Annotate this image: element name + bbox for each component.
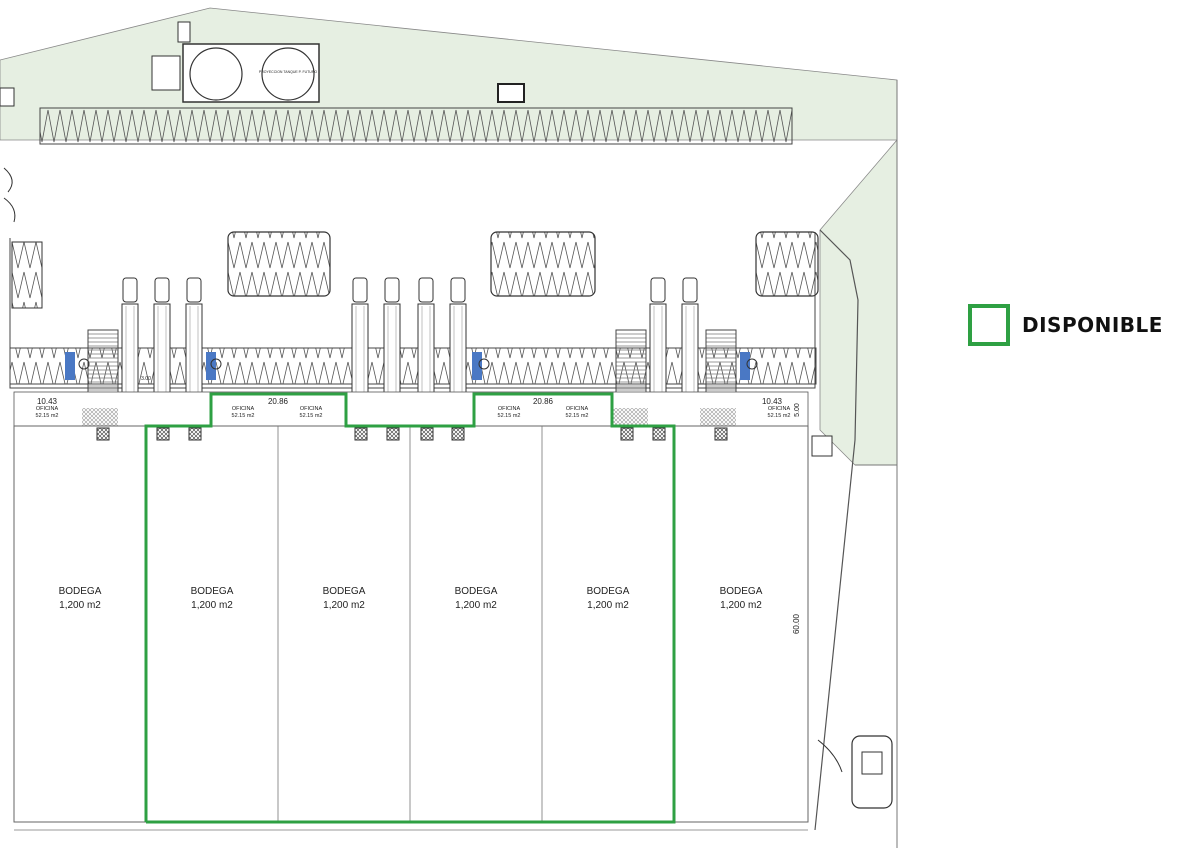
- bay-area: 1,200 m2: [323, 600, 365, 611]
- office-name: OFICINA: [566, 406, 589, 412]
- truck-icon: [153, 277, 171, 409]
- bay-area: 1,200 m2: [455, 600, 497, 611]
- gate-swing: [817, 739, 843, 773]
- parking-top: [39, 107, 793, 145]
- guard-box: [497, 83, 525, 103]
- truck-icon: [681, 277, 699, 409]
- bay-area: 1,200 m2: [191, 600, 233, 611]
- bay-name: BODEGA: [323, 586, 366, 597]
- tank-enclosure: [182, 43, 320, 103]
- dim-office-depth: 5.00: [794, 403, 801, 417]
- dim-pair-2: 20.86: [533, 397, 554, 406]
- legend: DISPONIBLE: [968, 304, 1163, 346]
- truck-icon: [383, 277, 401, 409]
- site-wall: [9, 232, 816, 389]
- tank-right: [261, 47, 315, 101]
- available-outline: [144, 392, 676, 824]
- tank-access: [177, 21, 191, 43]
- bay-area: 1,200 m2: [59, 600, 101, 611]
- side-structure: [0, 87, 15, 107]
- parking-island-3: [755, 231, 819, 297]
- utility-box: [811, 435, 833, 457]
- truck-icon: [351, 277, 369, 409]
- truck-icon: [121, 277, 139, 409]
- bay-name: BODEGA: [720, 586, 763, 597]
- dimension-labels: 10.43 20.86 20.86 10.43 5.00 60.00 3.00: [37, 376, 801, 634]
- bay-name: BODEGA: [587, 586, 630, 597]
- legend-swatch-available: [968, 304, 1010, 346]
- bay-name: BODEGA: [59, 586, 102, 597]
- dim-pair-1: 20.86: [268, 397, 289, 406]
- bay-area: 1,200 m2: [720, 600, 762, 611]
- bay-name: BODEGA: [455, 586, 498, 597]
- tank-left: [189, 47, 243, 101]
- parking-island-2: [490, 231, 596, 297]
- dim-end-left: 10.43: [37, 397, 58, 406]
- tank-caption: PROYECCION TANQUE P. FUTURO: [259, 70, 317, 74]
- office-name: OFICINA: [300, 406, 323, 412]
- dock-plates: [96, 427, 728, 441]
- office-name: OFICINA: [36, 406, 59, 412]
- office-name: OFICINA: [768, 406, 791, 412]
- office-area: 52.15 m2: [232, 413, 255, 419]
- pump-house: [151, 55, 181, 91]
- truck-icon: [185, 277, 203, 409]
- truck-icon: [449, 277, 467, 409]
- warehouse-bays: BODEGA 1,200 m2 BODEGA 1,200 m2 BODEGA 1,200 …: [14, 406, 808, 831]
- office-strip: [13, 391, 809, 427]
- site-boundary: [814, 229, 859, 831]
- security-booth-inner: [861, 751, 883, 775]
- gate-arc-2: [3, 197, 16, 223]
- office-name: OFICINA: [498, 406, 521, 412]
- office-area: 52.15 m2: [768, 413, 791, 419]
- parking-island-1: [227, 231, 331, 297]
- office-area: 52.15 m2: [498, 413, 521, 419]
- accessible-spot-icons: [65, 352, 758, 380]
- bay-name: BODEGA: [191, 586, 234, 597]
- warehouse-outline: [13, 425, 809, 823]
- office-area: 52.15 m2: [300, 413, 323, 419]
- bay-area: 1,200 m2: [587, 600, 629, 611]
- dim-end-right: 10.43: [762, 397, 783, 406]
- dim-small: 3.00: [141, 376, 151, 382]
- truck-icon: [417, 277, 435, 409]
- parking-island-left: [11, 241, 43, 309]
- gate-arc-1: [3, 167, 13, 193]
- office-area: 52.15 m2: [566, 413, 589, 419]
- dim-bay-depth: 60.00: [792, 613, 801, 634]
- truck-icon: [649, 277, 667, 409]
- office-area: 52.15 m2: [36, 413, 59, 419]
- legend-label: DISPONIBLE: [1022, 313, 1163, 337]
- office-name: OFICINA: [232, 406, 255, 412]
- security-booth: [851, 735, 893, 809]
